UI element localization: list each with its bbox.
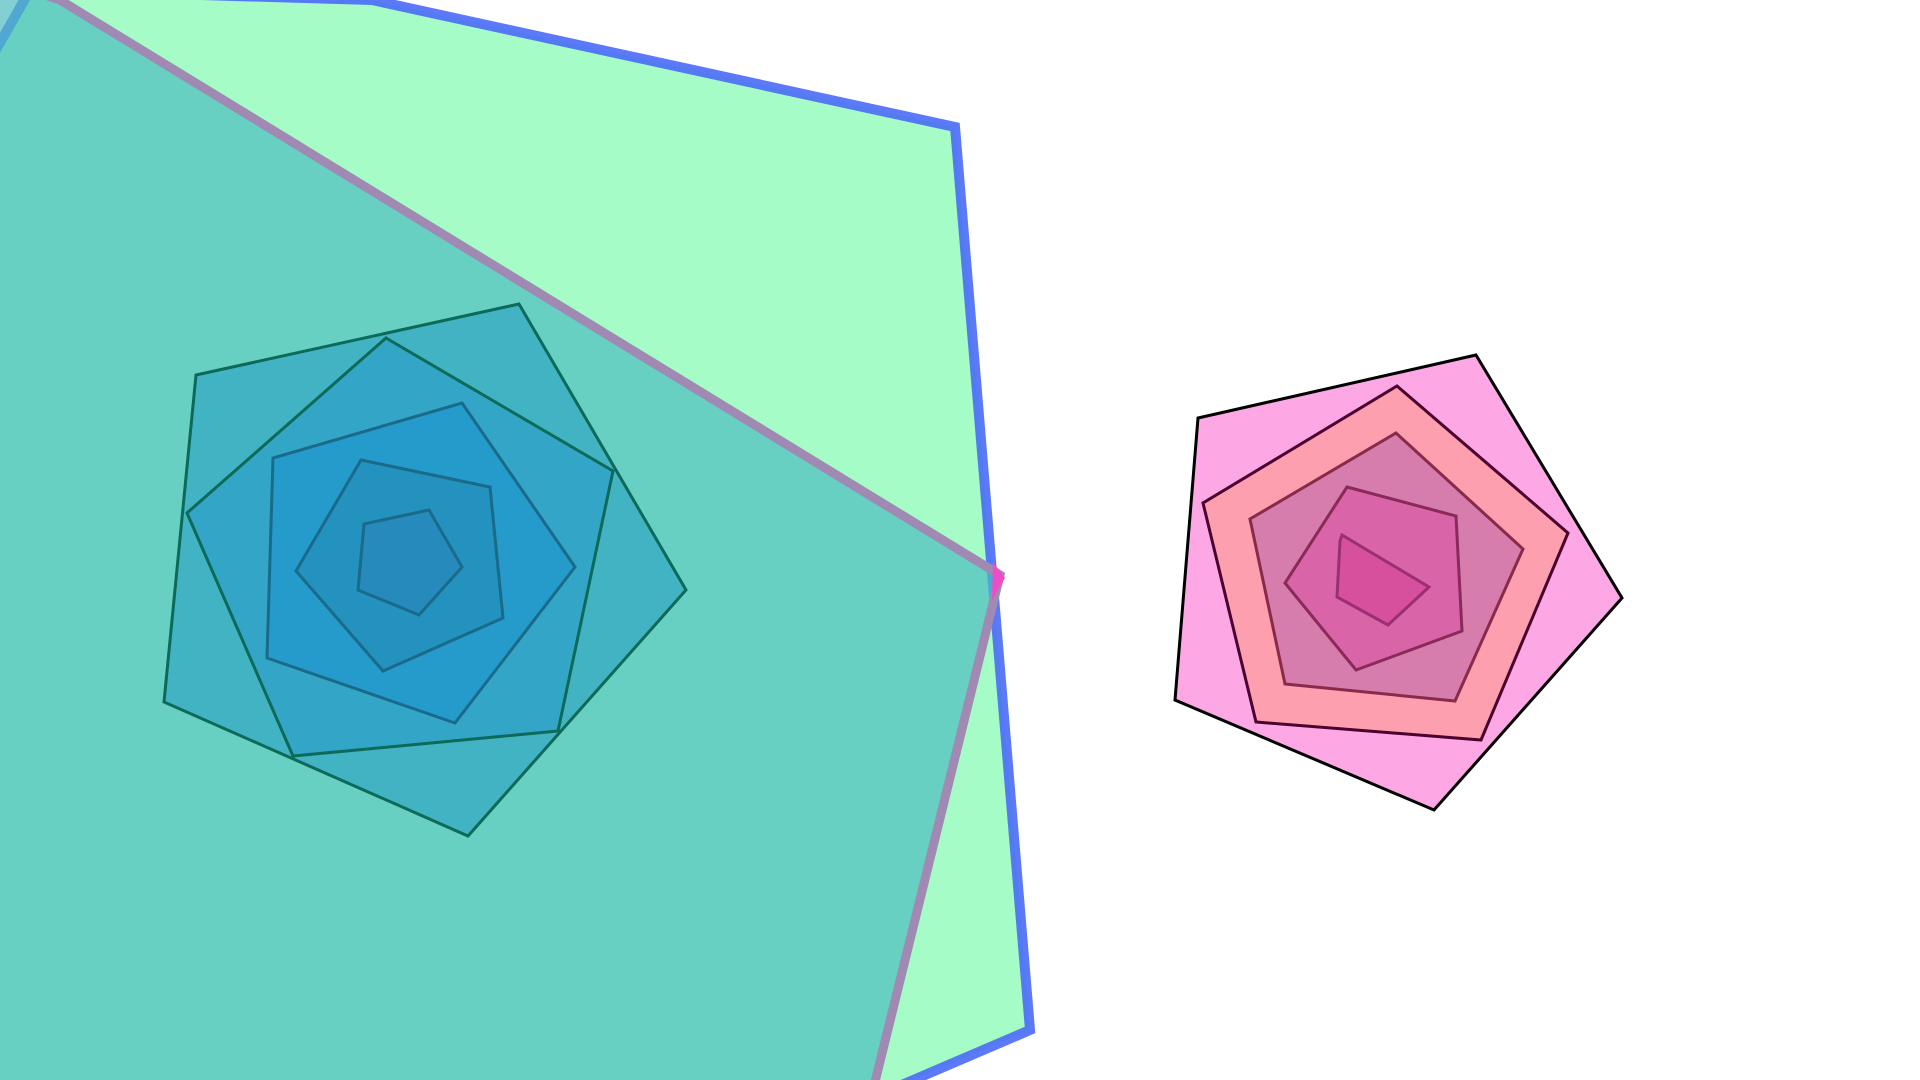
left-nested-pentagons	[162, 302, 688, 838]
left-pentagon-5	[356, 508, 464, 617]
left-pentagon-4	[294, 458, 505, 673]
right-pentagon-5	[1335, 532, 1432, 627]
right-nested-pentagons	[1173, 353, 1624, 812]
corner-accent	[992, 562, 1005, 600]
